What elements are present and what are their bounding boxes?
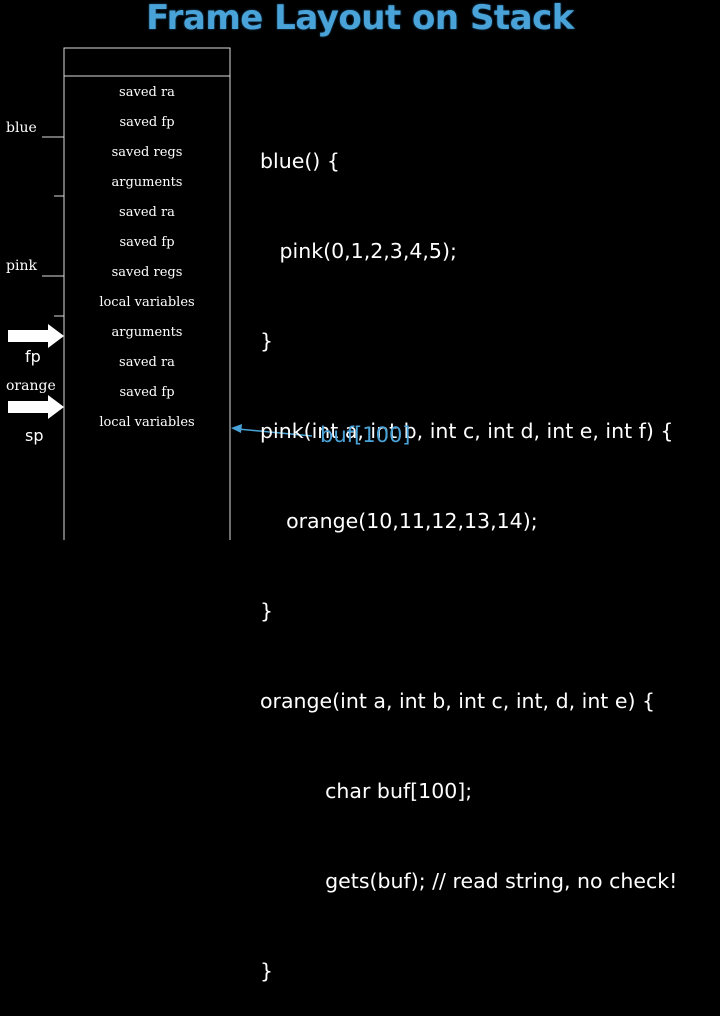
slot-arguments: arguments: [111, 175, 183, 190]
code-line: orange(int a, int b, int c, int, d, int …: [260, 689, 656, 713]
register-sp: sp: [25, 426, 44, 445]
slot-saved-regs: saved regs: [111, 265, 183, 280]
code-line: pink(int a, int b, int c, int d, int e, …: [260, 419, 674, 443]
frame-label-blue: blue: [6, 120, 37, 136]
slot-saved-fp: saved fp: [119, 115, 175, 130]
stack-column: [63, 47, 231, 540]
code-line: }: [260, 599, 274, 623]
code-line: orange(10,11,12,13,14);: [260, 509, 538, 533]
frame-label-pink: pink: [6, 258, 37, 274]
slot-saved-ra: saved ra: [119, 205, 175, 220]
code-line: gets(buf); // read string, no check!: [260, 869, 678, 893]
stack-diagram: [8, 47, 313, 540]
frame-label-orange: orange: [6, 378, 56, 394]
code-block: blue() { pink(0,1,2,3,4,5); } pink(int a…: [260, 86, 677, 1016]
buffer-arrow: [231, 424, 313, 437]
fp-arrow: [8, 324, 64, 348]
buffer-label: buf[100]: [320, 423, 411, 447]
code-line: }: [260, 959, 274, 983]
sp-arrow: [8, 395, 64, 419]
slot-arguments: arguments: [111, 325, 183, 340]
register-fp: fp: [25, 347, 41, 366]
slot-local-variables: local variables: [99, 415, 195, 430]
slot-saved-fp: saved fp: [119, 385, 175, 400]
code-line: char buf[100];: [260, 779, 473, 803]
slot-saved-fp: saved fp: [119, 235, 175, 250]
slot-saved-regs: saved regs: [111, 145, 183, 160]
slot-saved-ra: saved ra: [119, 355, 175, 370]
code-line: }: [260, 329, 274, 353]
code-line: pink(0,1,2,3,4,5);: [260, 239, 457, 263]
slide-title: Frame Layout on Stack: [146, 0, 574, 38]
slot-local-variables: local variables: [99, 295, 195, 310]
code-line: blue() {: [260, 149, 340, 173]
slot-saved-ra: saved ra: [119, 85, 175, 100]
